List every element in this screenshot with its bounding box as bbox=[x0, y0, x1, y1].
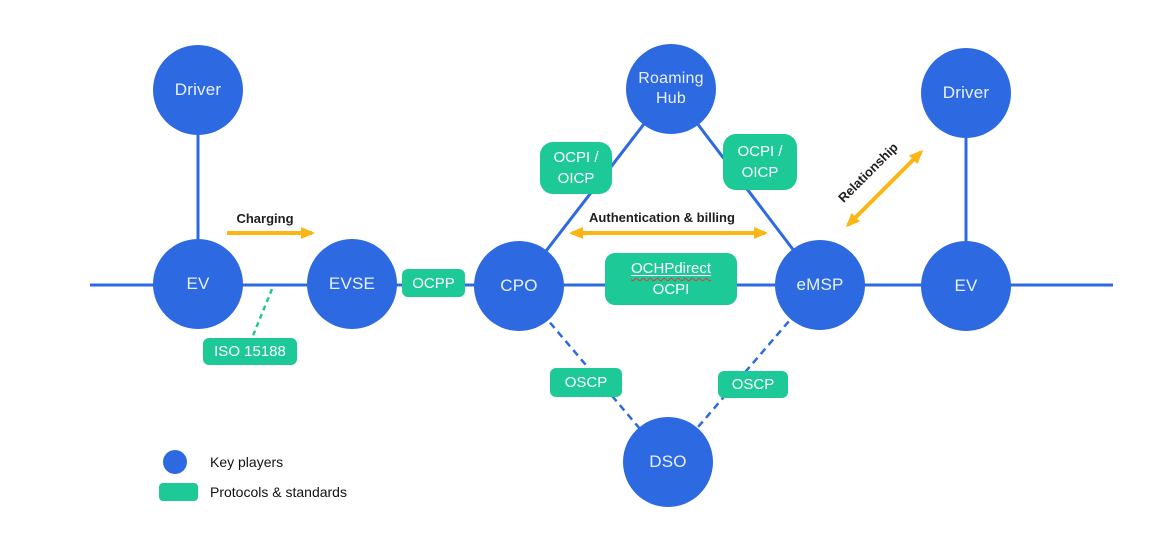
legend-protocols-label: Protocols & standards bbox=[210, 484, 347, 500]
node-driver-right: Driver bbox=[921, 48, 1011, 138]
charging-label: Charging bbox=[236, 211, 294, 226]
legend-key-players-label: Key players bbox=[210, 454, 284, 470]
node-evse: EVSE bbox=[307, 239, 397, 329]
badge-iso-15188-label: ISO 15188 bbox=[214, 343, 286, 360]
legend-protocols-row: Protocols & standards bbox=[159, 483, 347, 501]
badge-iso-15188: ISO 15188 bbox=[203, 338, 297, 365]
node-ev-right-label: EV bbox=[954, 276, 978, 296]
node-roaming-hub-label: Roaming Hub bbox=[638, 70, 704, 107]
badge-oscp-left: OSCP bbox=[550, 368, 622, 397]
badge-ochpdirect-line: OCHPdirect bbox=[631, 258, 711, 279]
node-driver-left: Driver bbox=[153, 45, 243, 135]
badge-oscp-left-label: OSCP bbox=[564, 374, 608, 391]
node-cpo-label: CPO bbox=[500, 276, 538, 296]
badge-ocpi-oicp-left: OCPI / OICP bbox=[540, 142, 612, 194]
badge-ochp-ocpi-text: OCPI bbox=[652, 281, 690, 298]
badge-ochpdirect-text: OCHPdirect bbox=[630, 260, 712, 277]
iso-dashed-connector bbox=[250, 288, 274, 339]
badge-ocpp: OCPP bbox=[402, 269, 465, 297]
node-evse-label: EVSE bbox=[328, 274, 376, 294]
node-emsp-label: eMSP bbox=[796, 275, 844, 295]
badge-ocpp-label: OCPP bbox=[412, 274, 455, 292]
legend: Key players Protocols & standards bbox=[159, 450, 347, 510]
node-ev-right: EV bbox=[921, 241, 1011, 331]
node-cpo: CPO bbox=[474, 241, 564, 331]
node-driver-right-label: Driver bbox=[942, 83, 990, 103]
badge-ocpi-oicp-right-label: OCPI / OICP bbox=[737, 143, 783, 181]
relationship-arrow bbox=[845, 149, 924, 228]
node-dso: DSO bbox=[623, 417, 713, 507]
node-ev-left: EV bbox=[153, 239, 243, 329]
node-driver-left-label: Driver bbox=[174, 80, 222, 100]
badge-ocpi-oicp-left-label: OCPI / OICP bbox=[553, 149, 599, 187]
node-roaming-hub: Roaming Hub bbox=[626, 44, 716, 134]
badge-oscp-right: OSCP bbox=[718, 371, 788, 398]
node-emsp: eMSP bbox=[775, 240, 865, 330]
key-player-circle-icon bbox=[163, 450, 187, 474]
node-ev-left-label: EV bbox=[186, 274, 210, 294]
legend-key-players-row: Key players bbox=[159, 450, 347, 474]
badge-ocpi-oicp-right: OCPI / OICP bbox=[723, 134, 797, 190]
authentication-billing-label: Authentication & billing bbox=[589, 210, 735, 225]
node-dso-label: DSO bbox=[649, 452, 687, 472]
badge-ochpdirect-ocpi: OCHPdirect OCPI bbox=[605, 253, 737, 305]
protocol-rect-icon bbox=[159, 483, 198, 501]
badge-oscp-right-label: OSCP bbox=[731, 376, 775, 393]
